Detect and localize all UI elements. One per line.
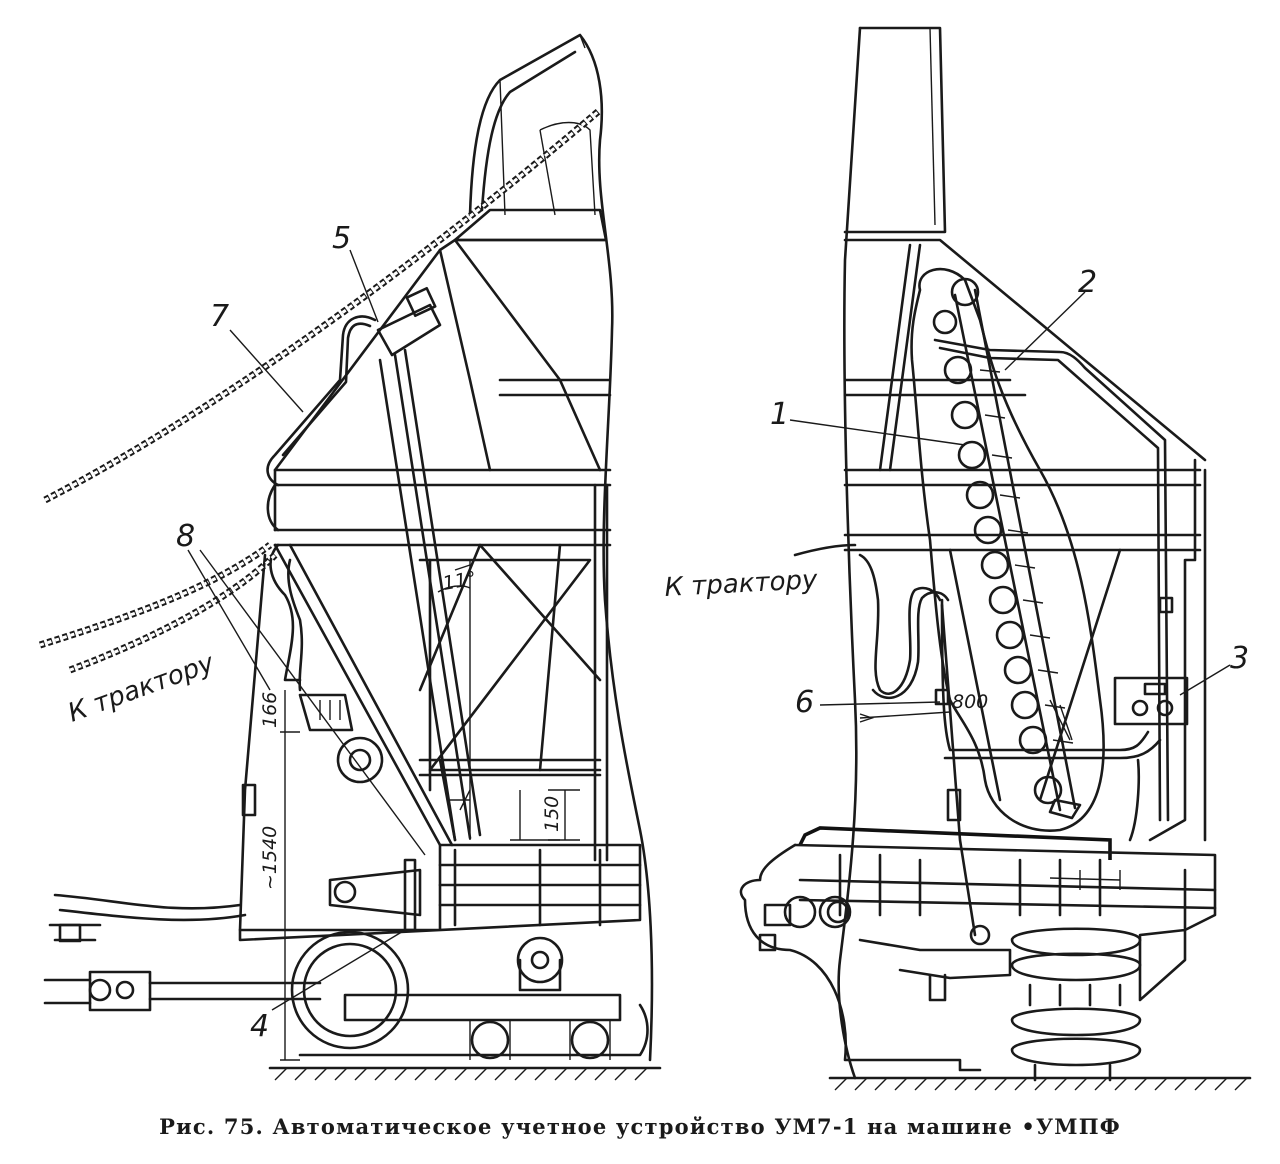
tractor-ropes-left — [38, 107, 603, 922]
angle-label: 11° — [441, 567, 478, 595]
counter-box — [1113, 676, 1189, 726]
callout-4: 4 — [250, 1009, 269, 1044]
callout-1: 1 — [770, 397, 789, 432]
figure-caption: Рис. 75. Автоматическое учетное устройст… — [159, 1114, 1121, 1139]
hood-outline-right — [837, 26, 1207, 1080]
inclined-elevator-tube — [376, 286, 560, 842]
drawbar-left — [43, 923, 322, 1012]
leader-lines-right — [789, 291, 1231, 706]
dim-label-166: 166 — [259, 692, 281, 728]
bucket-chain — [932, 277, 1082, 820]
callout-6: 6 — [795, 685, 814, 720]
ground-left — [268, 1066, 662, 1081]
dim-label-1540: ~1540 — [259, 826, 281, 890]
hoses-left — [238, 315, 457, 932]
dimension-lines-right — [859, 711, 951, 723]
callout-2: 2 — [1078, 265, 1097, 300]
right-view-rear-elevation: 2 1 3 6 К трактору 800 — [664, 26, 1252, 1091]
sensor-bracket-left — [298, 693, 384, 784]
label-to-tractor-right: К трактору — [664, 565, 819, 603]
callout-7: 7 — [210, 299, 229, 334]
callout-8: 8 — [176, 519, 195, 554]
callout-3: 3 — [1230, 641, 1249, 676]
ground-right — [828, 1076, 1252, 1091]
dim-label-800: 800 — [952, 691, 988, 713]
elevator-casing — [910, 267, 1105, 832]
left-view-side-elevation: 5 7 8 4 К трактору 11° 166 ~1540 150 — [38, 33, 662, 1081]
leader-lines-left — [187, 249, 426, 1011]
chassis-left — [238, 843, 649, 1060]
buckets — [932, 277, 1063, 805]
chassis-right — [739, 843, 1217, 1082]
callout-5: 5 — [332, 221, 351, 256]
dim-label-150: 150 — [541, 796, 563, 832]
dimension-lines-left — [280, 564, 580, 1061]
